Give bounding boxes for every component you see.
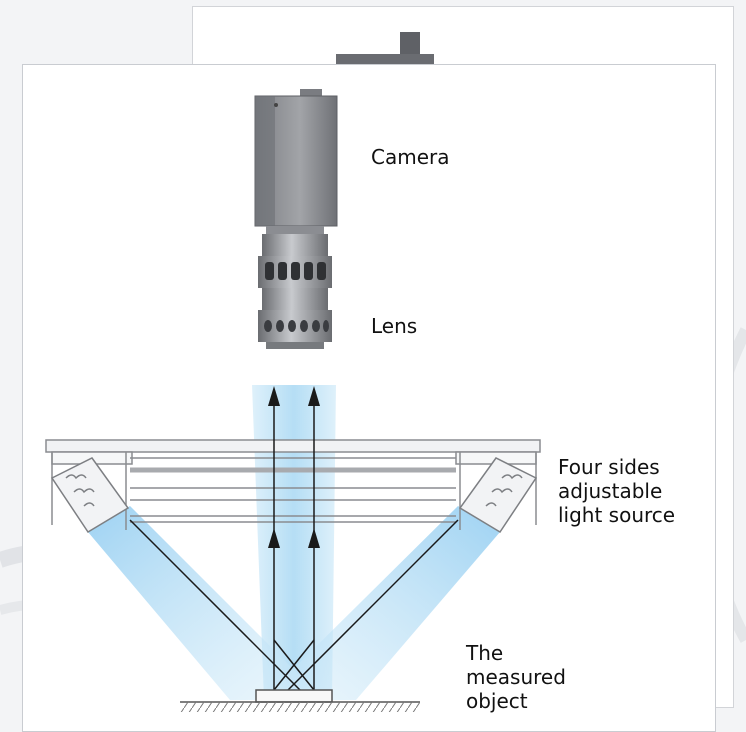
light-source-frame [45,439,541,530]
measured-object-label-line: measured [466,665,566,689]
light-source-label-line: Four sides [558,455,660,479]
lens-label: Lens [371,314,418,338]
light-source-label: Four sides adjustable light source [558,453,710,553]
back-camera-hint [336,32,434,64]
measured-object [255,689,333,703]
measured-object-label-line: object [466,689,528,713]
arrow-up-icon [268,386,320,548]
camera-label: Camera [371,145,450,169]
measured-object-label: The measured object [466,641,566,713]
camera-icon [254,89,338,234]
measured-object-label-line: The [466,641,504,665]
ground-base [180,701,420,712]
left-light-beam [88,506,324,700]
light-source-label-line: adjustable [558,479,663,503]
vertical-reflected-beam [252,385,336,700]
light-source-label-line: light source [558,503,676,527]
right-led-module [458,457,538,534]
left-led-module [50,457,130,534]
lens-icon [258,234,332,349]
right-light-beam [262,506,500,700]
